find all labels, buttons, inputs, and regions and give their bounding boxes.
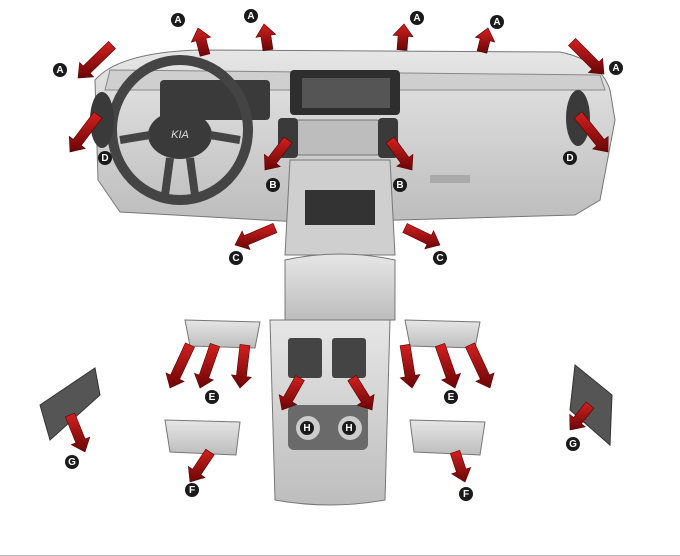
vent-label-e: E [444,390,458,404]
center-console [269,159,396,506]
vent-label-h: H [300,421,314,435]
airflow-arrows [64,23,609,483]
vent-label-b: B [393,178,407,192]
vent-label-d: D [98,151,112,165]
vent-label-text: A [413,13,420,24]
airflow-arrow [278,375,305,411]
rear-floor-duct-left [164,419,241,456]
vent-label-text: A [56,65,63,76]
floor-duct-left [184,319,261,349]
vent-label-text: D [101,153,108,164]
airflow-arrow [392,23,414,51]
vent-label-c: C [229,251,243,265]
vent-label-text: E [448,392,455,403]
vent-label-text: C [232,253,239,264]
vent-label-g: G [65,455,79,469]
rear-floor-duct-right [409,419,486,456]
vent-label-text: A [612,63,619,74]
vent-label-text: A [174,15,181,26]
vent-label-text: H [345,423,352,434]
vent-label-f: F [185,483,199,497]
vent-label-text: E [209,392,216,403]
vent-label-a: A [490,15,504,29]
airflow-arrow [399,343,421,389]
vent-label-text: H [303,423,310,434]
airflow-arrow [230,344,252,389]
svg-text:KIA: KIA [171,129,189,141]
airflow-arrow [385,136,414,171]
vent-label-h: H [342,421,356,435]
airflow-arrow [569,401,595,431]
vent-label-text: A [247,11,254,22]
airflow-arrow [64,412,91,453]
pillar-vent-left [39,367,101,441]
airflow-arrow [465,342,495,389]
airflow-arrow [165,342,195,389]
vent-label-text: C [436,253,443,264]
vent-label-text: B [396,180,403,191]
rear-vent-right [332,338,366,378]
airflow-arrow [68,111,103,153]
airflow-arrow [434,342,461,389]
vent-label-a: A [171,13,185,27]
airflow-arrow [194,342,221,389]
vent-label-a: A [609,61,623,75]
rear-vent-left [288,338,322,378]
airflow-arrow [573,111,609,153]
airflow-arrow [264,136,293,171]
vent-label-text: G [569,439,577,450]
vent-label-d: D [563,151,577,165]
airflow-arrow [449,450,472,483]
airflow-arrow [402,223,441,250]
vent-label-text: G [68,457,76,468]
airflow-arrow [347,374,375,411]
vent-label-c: C [433,251,447,265]
vent-label-text: F [189,485,195,496]
side-vent-left [90,92,114,148]
vent-label-text: F [463,489,469,500]
vent-label-g: G [566,437,580,451]
vent-label-text: A [493,17,500,28]
airflow-arrow [255,23,277,52]
airflow-arrow [568,38,605,75]
vent-label-text: B [269,180,276,191]
climate-panel [289,119,381,156]
vent-label-text: D [566,153,573,164]
vent-label-f: F [459,487,473,501]
airflow-arrow [77,40,116,79]
floor-duct-right [404,319,481,349]
vent-label-e: E [205,390,219,404]
vent-label-a: A [410,11,424,25]
vent-label-a: A [53,63,67,77]
airflow-arrow [190,27,212,57]
airflow-arrow [474,27,496,54]
pillar-vent-right [569,364,613,447]
vent-label-a: A [244,9,258,23]
airflow-arrow [234,223,278,250]
airflow-arrow [187,448,215,483]
vent-label-b: B [266,178,280,192]
